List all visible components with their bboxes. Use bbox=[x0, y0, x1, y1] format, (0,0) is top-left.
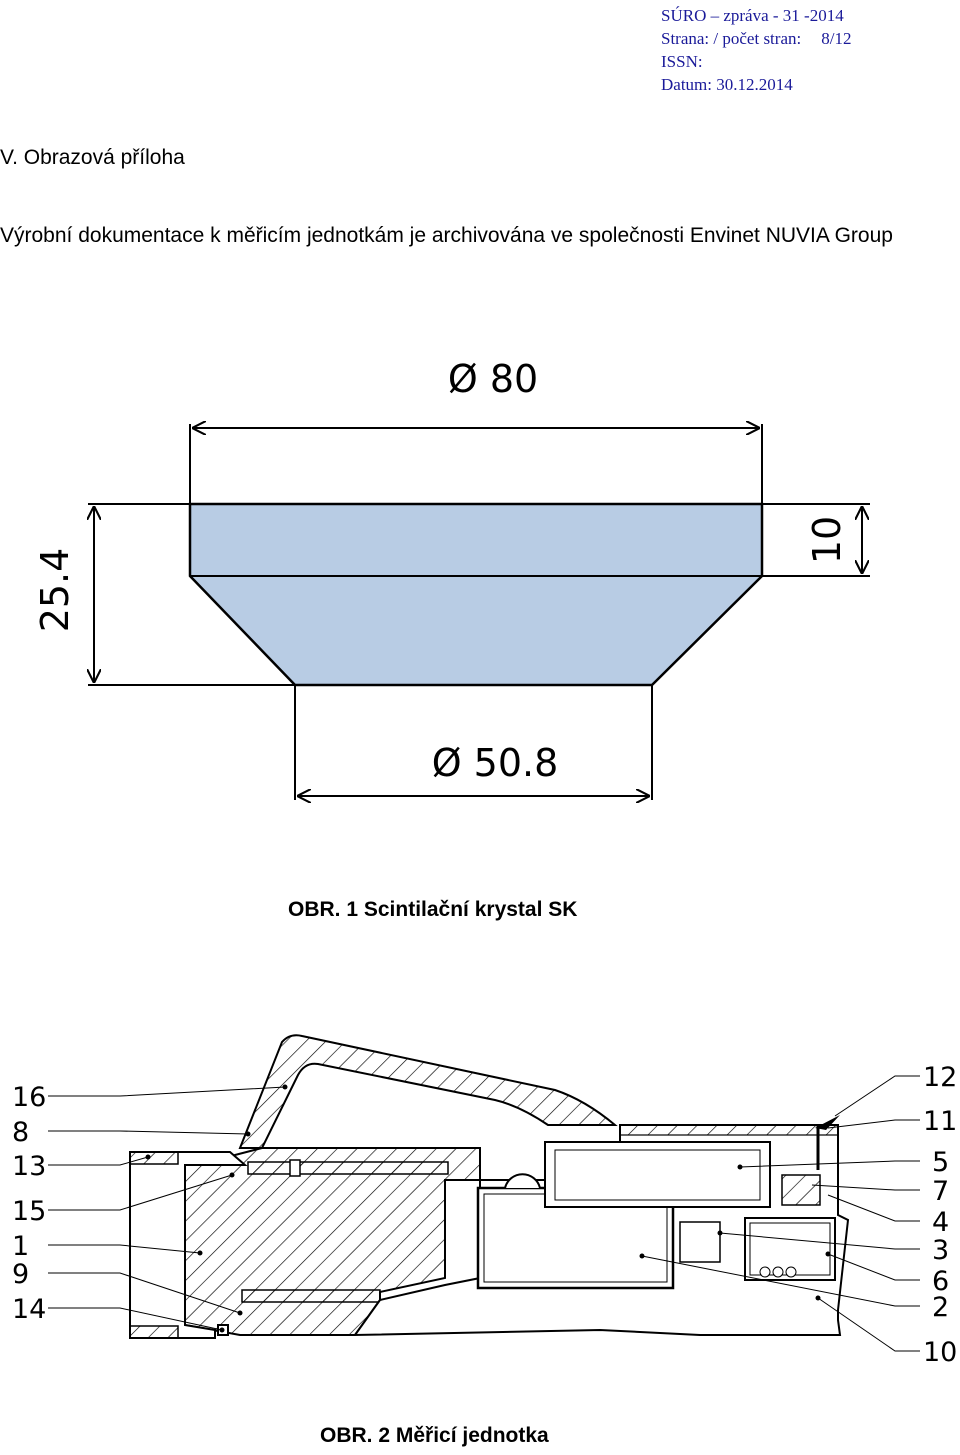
dim-top-label: Ø 80 bbox=[448, 357, 538, 401]
header-date: Datum: 30.12.2014 bbox=[661, 75, 793, 94]
label-11: 11 bbox=[923, 1106, 957, 1137]
label-8: 8 bbox=[12, 1117, 29, 1148]
handle bbox=[238, 1034, 618, 1149]
label-15: 15 bbox=[12, 1196, 46, 1227]
label-4: 4 bbox=[932, 1207, 949, 1238]
label-13: 13 bbox=[12, 1151, 46, 1182]
header-page-value: 8/12 bbox=[821, 29, 852, 48]
header-page-row: Strana: / počet stran: 8/12 bbox=[661, 27, 851, 50]
left-labels: 16 8 13 15 1 9 14 bbox=[12, 1082, 46, 1325]
dim-height-label: 25.4 bbox=[33, 548, 77, 633]
document-header: SÚRO – zpráva - 31 -2014 Strana: / počet… bbox=[661, 4, 851, 96]
crystal-shape bbox=[188, 502, 764, 687]
label-10: 10 bbox=[923, 1337, 957, 1368]
label-16: 16 bbox=[12, 1082, 46, 1113]
label-3: 3 bbox=[932, 1235, 949, 1266]
right-labels: 12 11 5 7 4 3 6 2 10 bbox=[923, 1062, 957, 1368]
label-5: 5 bbox=[932, 1147, 949, 1178]
label-12: 12 bbox=[923, 1062, 957, 1093]
main-body bbox=[184, 1147, 481, 1336]
measuring-unit-drawing: 16 8 13 15 1 9 14 12 11 5 7 4 3 6 2 10 bbox=[12, 1034, 957, 1368]
figure2-caption: OBR. 2 Měřicí jednotka bbox=[320, 1424, 549, 1447]
label-1: 1 bbox=[12, 1231, 29, 1262]
header-report-id: SÚRO – zpráva - 31 -2014 bbox=[661, 6, 844, 25]
label-7: 7 bbox=[932, 1176, 949, 1207]
label-14: 14 bbox=[12, 1294, 46, 1325]
figure1-caption: OBR. 1 Scintilační krystal SK bbox=[288, 898, 578, 921]
dim-right-label: 10 bbox=[805, 516, 849, 564]
label-6: 6 bbox=[932, 1266, 949, 1297]
header-page-label: Strana: / počet stran: bbox=[661, 29, 802, 48]
electronics-box bbox=[544, 1141, 771, 1208]
label-9: 9 bbox=[12, 1259, 29, 1290]
crystal-drawing: Ø 80 25.4 10 Ø 50.8 bbox=[33, 357, 870, 820]
section-title: V. Obrazová příloha bbox=[0, 146, 185, 169]
header-issn: ISSN: bbox=[661, 52, 703, 71]
intro-paragraph: Výrobní dokumentace k měřicím jednotkám … bbox=[0, 224, 893, 247]
label-2: 2 bbox=[932, 1292, 949, 1323]
dim-bottom-label: Ø 50.8 bbox=[432, 741, 559, 785]
